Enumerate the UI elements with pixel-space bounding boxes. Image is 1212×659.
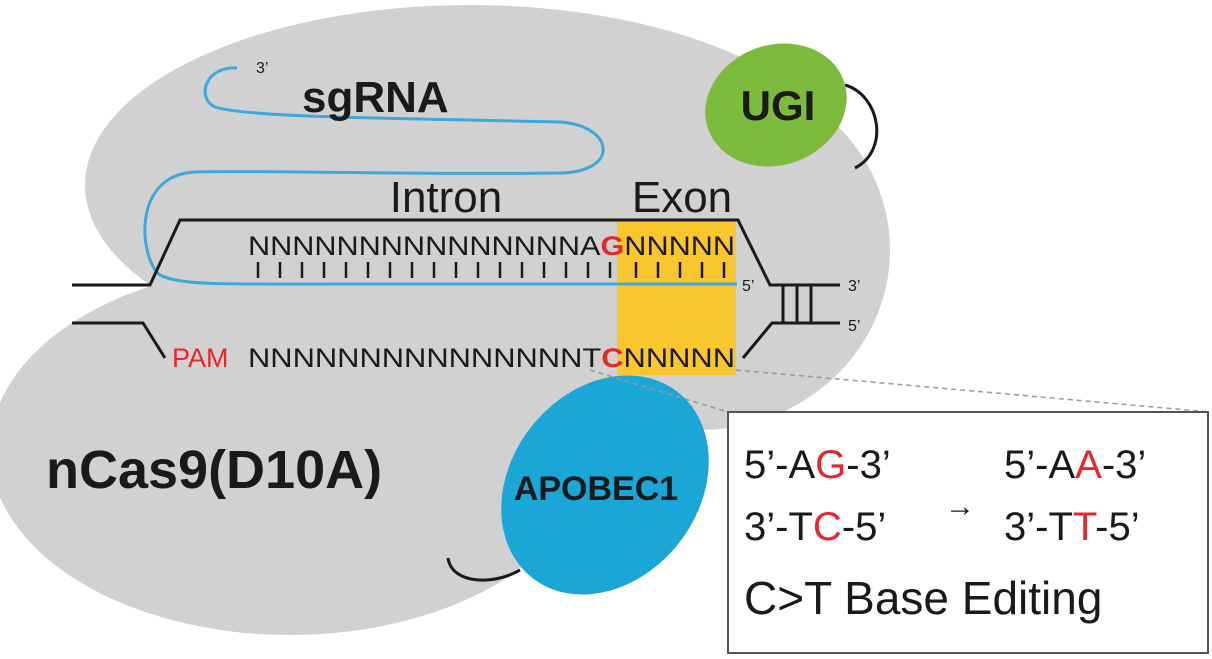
ugi-domain <box>705 43 847 167</box>
ugi-label: UGI <box>741 82 816 129</box>
zoom-callout-lines <box>589 369 1211 413</box>
top-exon-seq: NNNNN <box>624 231 735 261</box>
sgrna-3prime-label: 3’ <box>256 60 268 77</box>
exon-label: Exon <box>632 173 732 222</box>
inset-after-top: 5’-AA-3’ <box>1004 443 1146 487</box>
top-edit-base: G <box>600 231 624 261</box>
bottom-edit-base: C <box>601 343 623 373</box>
inset-frame <box>727 411 1209 654</box>
apobec-label: APOBEC1 <box>514 470 678 508</box>
right-3prime-label: 3’ <box>848 278 860 295</box>
sgrna-strand <box>143 66 737 286</box>
ncas9-label: nCas9(D10A) <box>46 440 382 500</box>
inset-before-top: 5’-AG-3’ <box>744 443 891 487</box>
dna-bottom-strand-right <box>741 321 840 359</box>
ugi-linker <box>844 83 879 170</box>
inset-after-bottom: 3’-TT-5’ <box>1004 505 1140 549</box>
target-5prime-label: 5’ <box>742 278 754 295</box>
dna-duplex-rungs <box>781 285 813 323</box>
ncas9-protein-body <box>0 5 890 635</box>
basepair-ticks <box>256 262 726 278</box>
intron-label: Intron <box>390 173 503 222</box>
apobec-domain <box>501 375 709 595</box>
exon-highlight <box>617 222 736 375</box>
inset-arrow: → <box>945 490 975 523</box>
inset-caption: C>T Base Editing <box>744 572 1102 624</box>
apobec-linker <box>446 557 521 582</box>
bottom-intron-seq: NNNNNNNNNNNNNNNT <box>248 343 601 373</box>
base-editing-inset: 5’-AG-3’ 3’-TC-5’ → 5’-AA-3’ 3’-TT-5’ C>… <box>727 411 1209 654</box>
top-intron-seq: NNNNNNNNNNNNNNNA <box>248 231 600 261</box>
inset-before-bottom: 3’-TC-5’ <box>744 505 886 549</box>
right-5prime-label: 5’ <box>848 318 860 335</box>
pam-label: PAM <box>172 343 229 373</box>
dna-bottom-strand <box>72 321 167 359</box>
sgrna-label: sgRNA <box>302 73 449 122</box>
bottom-exon-seq: NNNNN <box>624 343 735 373</box>
